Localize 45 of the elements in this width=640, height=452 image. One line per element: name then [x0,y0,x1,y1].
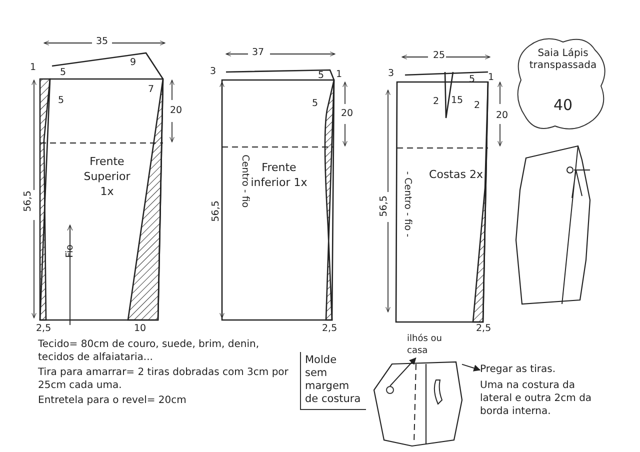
dimension-label: 56,5 [210,200,222,222]
dimension-label: 7 [148,84,154,96]
dimension-label: 5 [312,98,318,110]
dimension-label: 2,5 [476,323,492,336]
dimension-label: 15 [451,95,464,108]
dimension-label: 1 [336,69,342,82]
dimension-label: 1 [30,62,36,74]
dimension-label: 2 [433,96,440,108]
dimension-label: 9 [130,57,136,70]
size-number: 40 [552,96,574,114]
piece-label: Frente inferior 1x [250,161,308,191]
dimension-label: 37 [252,47,264,60]
dimension-label: 20 [170,105,182,118]
dimension-label: - Centro - fio - [401,171,414,238]
dimension-label: 20 [341,108,354,120]
piece-label: Costas 2x [428,168,484,183]
note: Tira para amarrar= 2 tiras dobradas com 3cm por 25cm cada uma. [38,366,290,392]
dimension-label: 2,5 [322,323,338,336]
note: Entretela para o revel= 20cm [38,394,188,407]
title: Saia Lápis transpassada [528,48,598,72]
dimension-label: 3 [210,66,216,78]
dimension-label: 20 [496,110,508,122]
dimension-label: 10 [134,323,146,336]
dimension-label: 1 [488,72,494,84]
dimension-label: 2 [474,100,480,112]
dimension-label: 5 [60,67,66,80]
dimension-label: 35 [96,36,108,48]
note: Tecido= 80cm de couro, suede, brim, denin, tecidos de alfaiataria... [38,338,260,364]
callout-text: ilhós ou casa [407,334,451,358]
dimension-label: 5 [58,95,64,108]
leader-line [390,357,416,386]
dimension-label: 25 [433,50,446,62]
note: Uma na costura da lateral e outra 2cm da borda interna. [480,379,593,418]
eyelet-icon [386,386,394,394]
dimension-label: 3 [388,68,394,80]
dimension-label: 56,5 [378,196,390,217]
dimension-label: Fio [64,244,76,258]
dimension-label: 2,5 [36,323,52,336]
note: Molde sem margem de costura [300,352,366,410]
piece-label: Frente Superior 1x [82,155,132,200]
tie-strip-arrow [462,364,481,372]
dimension-label: Centro - fio [238,154,251,208]
dimension-label: 56,5 [22,190,34,212]
dimension-label: 5 [318,70,324,82]
callout-text: Pregar as tiras. [480,363,572,377]
